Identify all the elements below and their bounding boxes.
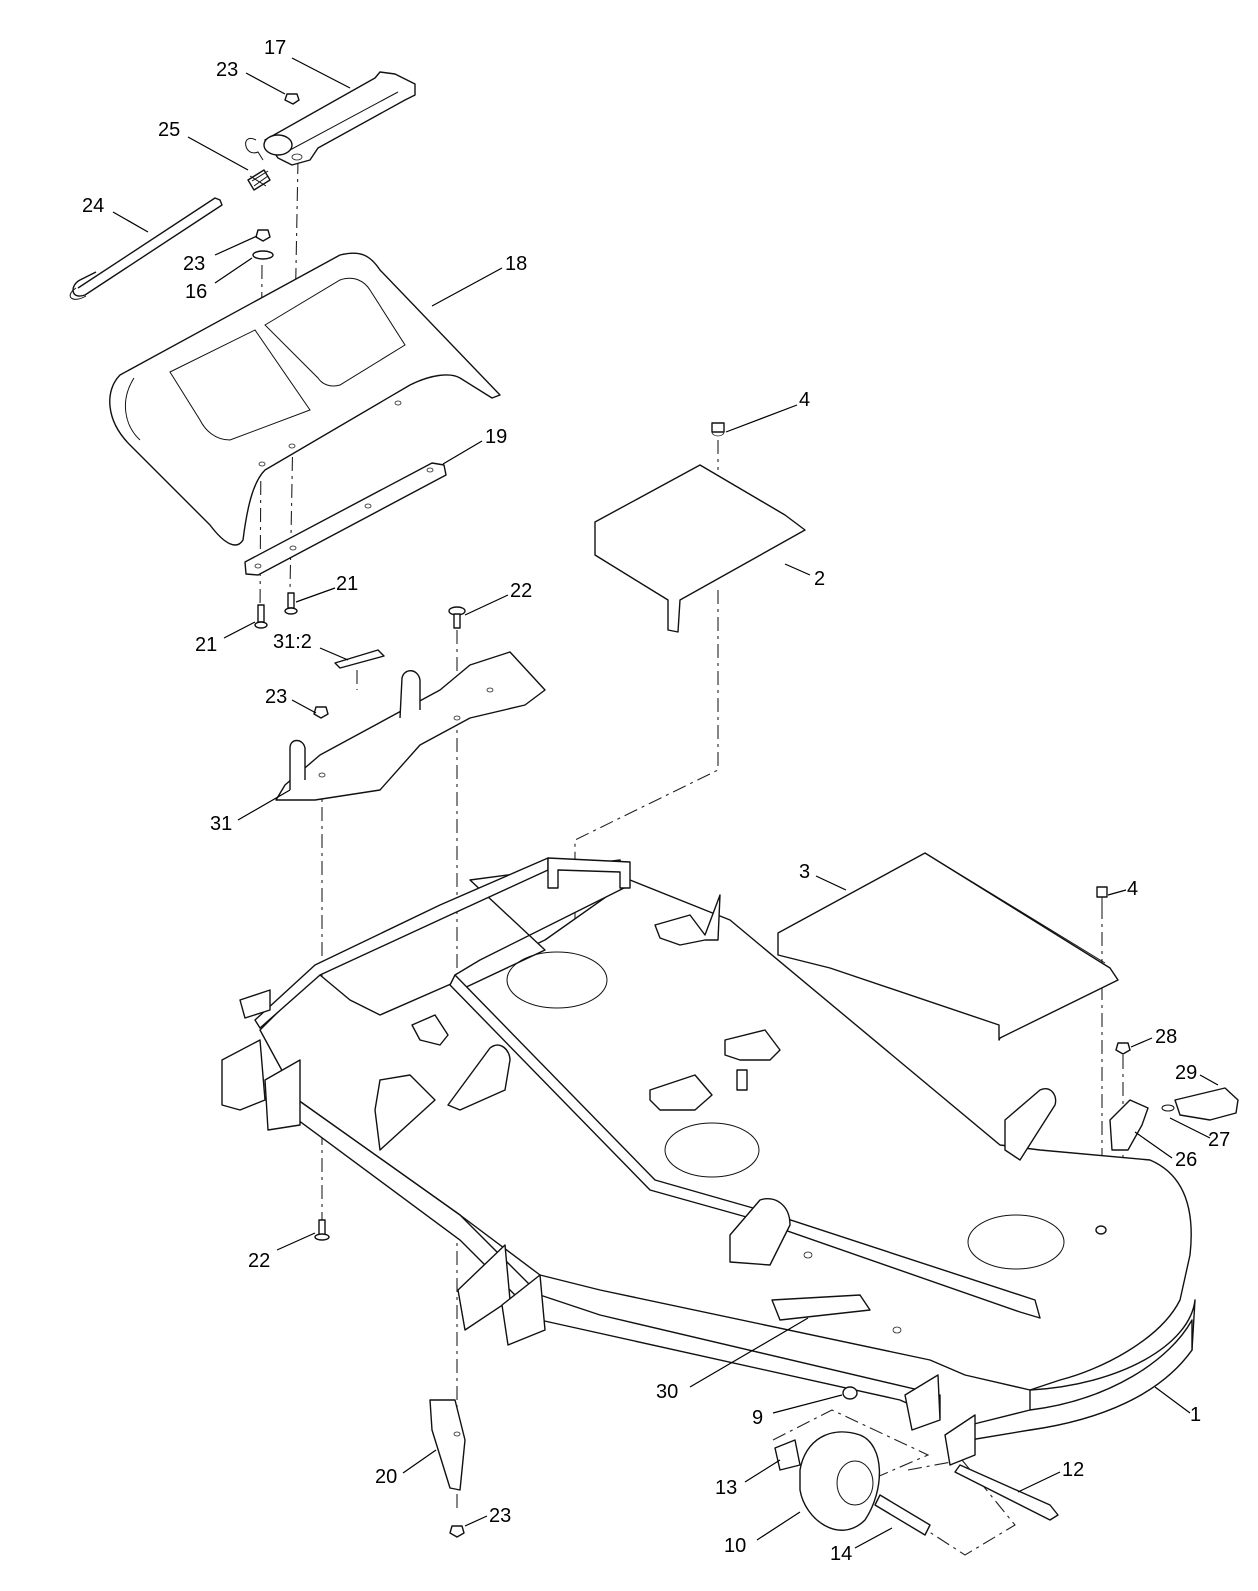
callout-16: 16 <box>185 281 207 303</box>
cover-part-3 <box>777 852 1119 1041</box>
callout-23: 23 <box>265 686 287 708</box>
callout-19: 19 <box>485 426 507 448</box>
bolt-part-22-lower <box>314 1219 330 1241</box>
belt-cover-part-18 <box>109 252 501 546</box>
callout-28: 28 <box>1155 1026 1177 1048</box>
idler-arm-part-17 <box>263 71 416 166</box>
hardware-nut-23-mid <box>313 706 329 719</box>
callout-10: 10 <box>724 1535 746 1557</box>
hardware-nut-23-bottom <box>449 1525 465 1538</box>
callout-24: 24 <box>82 195 104 217</box>
callout-14: 14 <box>830 1543 852 1565</box>
bracket-part-20 <box>429 1399 466 1491</box>
callout-29: 29 <box>1175 1062 1197 1084</box>
cover-part-2 <box>594 422 806 633</box>
callout-9: 9 <box>752 1407 763 1429</box>
mount-plate-part-31 <box>275 651 546 801</box>
callout-labels: 17 23 25 24 23 16 18 4 19 2 21 21 22 31:… <box>82 37 1230 1565</box>
callout-31-2: 31:2 <box>273 631 312 653</box>
rod-part-24 <box>69 197 223 300</box>
callout-23: 23 <box>216 59 238 81</box>
callout-22: 22 <box>510 580 532 602</box>
bracket-part-19 <box>244 462 447 576</box>
callout-12: 12 <box>1062 1459 1084 1481</box>
bolts-part-21 <box>254 592 298 629</box>
callout-2: 2 <box>814 568 825 590</box>
callout-25: 25 <box>158 119 180 141</box>
callout-17: 17 <box>264 37 286 59</box>
mower-deck-part-1 <box>221 857 1239 1466</box>
callout-23: 23 <box>183 253 205 275</box>
hardware-nut-23-top <box>252 93 300 260</box>
callout-4: 4 <box>799 389 810 411</box>
callout-3: 3 <box>799 861 810 883</box>
callout-22: 22 <box>248 1250 270 1272</box>
callout-23: 23 <box>489 1505 511 1527</box>
callout-18: 18 <box>505 253 527 275</box>
callout-26: 26 <box>1175 1149 1197 1171</box>
caster-wheel-assembly <box>774 1386 1059 1536</box>
callout-20: 20 <box>375 1466 397 1488</box>
leader-lines <box>112 57 1219 1549</box>
callout-27: 27 <box>1208 1129 1230 1151</box>
callout-21: 21 <box>336 573 358 595</box>
callout-21: 21 <box>195 634 217 656</box>
callout-1: 1 <box>1190 1404 1201 1426</box>
spring-part-25 <box>245 137 271 191</box>
decal-part-31-2 <box>334 649 385 669</box>
callout-4: 4 <box>1127 878 1138 900</box>
bolt-part-22-top <box>448 606 466 629</box>
callout-13: 13 <box>715 1477 737 1499</box>
callout-30: 30 <box>656 1381 678 1403</box>
callout-31: 31 <box>210 813 232 835</box>
